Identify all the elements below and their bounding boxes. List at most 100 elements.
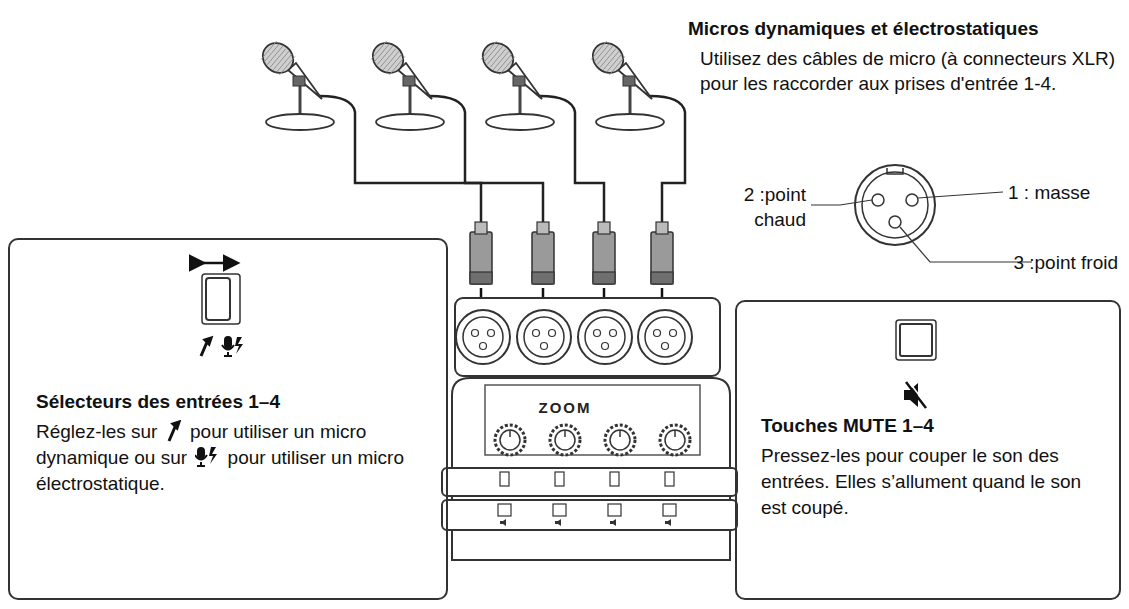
illustration-part: [594, 330, 601, 337]
illustration-part: [665, 472, 674, 486]
note-text: Utilisez des câbles de micro (à connecte…: [700, 46, 1120, 96]
condenser-mic-icon: [195, 446, 219, 468]
illustration-part: [608, 504, 621, 516]
illustration-part: [293, 76, 305, 86]
callout-box: Touches MUTE 1–4Pressez-les pour couper …: [735, 300, 1121, 600]
illustration-part: [532, 232, 554, 284]
illustration-part: [906, 382, 926, 408]
illustration-part: [376, 114, 444, 130]
illustration-part: [909, 382, 929, 408]
illustration-part: [470, 232, 492, 284]
illustration-part: [550, 425, 580, 455]
illustration-part: [508, 63, 542, 99]
illustration-part: [610, 519, 616, 526]
illustration-part: [509, 430, 511, 437]
illustration-part: [279, 57, 294, 75]
illustration-part: [500, 430, 520, 450]
illustration-part: [900, 324, 932, 356]
illustration-part: [811, 200, 872, 205]
illustration-part: [456, 310, 692, 364]
illustration-part: [499, 57, 514, 75]
callout-body: Réglez-les sur pour utiliser un micro dy…: [36, 419, 424, 498]
illustration-part: [475, 222, 487, 234]
illustration-part: [320, 96, 481, 232]
pin-label: 3 :point froid: [1000, 250, 1118, 275]
dynamic-mic-icon: [166, 420, 182, 442]
illustration-part: [553, 504, 566, 516]
illustration-part: [470, 272, 492, 284]
section-heading: Micros dynamiques et électrostatiques: [688, 16, 1124, 41]
illustration-part: [485, 385, 700, 455]
illustration-part: [533, 330, 540, 337]
illustration-part: [299, 84, 302, 118]
illustration-part: [610, 330, 617, 337]
callout-box: Sélecteurs des entrées 1–4Réglez-les sur…: [8, 238, 448, 600]
illustration-part: [480, 343, 487, 350]
illustration-part: [224, 336, 232, 349]
pin-label: 1 : masse: [1008, 180, 1126, 205]
illustration-part: [452, 559, 730, 561]
illustration-part: [409, 84, 412, 118]
illustration-part: [596, 114, 664, 130]
illustration-part: [367, 37, 410, 79]
illustration-part: [555, 430, 575, 450]
illustration-part: [222, 336, 243, 356]
illustration-part: [585, 317, 625, 357]
illustration-part: [900, 227, 1032, 262]
illustration-part: [855, 165, 935, 245]
illustration-part: [257, 37, 300, 79]
illustration-part: [201, 338, 211, 356]
illustration-part: [500, 472, 509, 486]
illustration-part: [872, 194, 884, 206]
illustration-part: [663, 504, 676, 516]
illustration-part: [537, 222, 549, 234]
illustration-part: [398, 63, 432, 99]
illustration-part: [564, 430, 566, 437]
illustration-part: [918, 192, 1003, 198]
illustration-part: [513, 76, 525, 86]
illustration-part: [486, 114, 554, 130]
illustration-part: [203, 262, 237, 265]
illustration-part: [904, 382, 929, 408]
illustration-part: [593, 272, 615, 284]
illustration-part: [660, 425, 690, 455]
illustration-part: [442, 500, 737, 530]
illustration-part: [257, 37, 300, 79]
illustration-part: [662, 343, 669, 350]
illustration-part: [654, 330, 661, 337]
pin-label: 2 :point chaud: [700, 182, 806, 232]
illustration-part: [638, 310, 692, 364]
illustration-part: [555, 472, 564, 486]
illustration-part: [555, 519, 561, 526]
illustration-part: [651, 232, 673, 284]
callout-text: Réglez-les sur: [36, 421, 157, 442]
illustration-part: [651, 272, 673, 284]
illustration-part: [674, 430, 676, 437]
illustration-part: [605, 425, 635, 455]
illustration-part: [540, 96, 604, 232]
illustration-part: [455, 298, 720, 376]
illustration-part: [524, 317, 564, 357]
callout-text: Pressez-les pour couper le son des entré…: [761, 445, 1081, 518]
illustration-part: [887, 168, 903, 174]
illustration-part: [403, 76, 415, 86]
illustration-part: [656, 222, 668, 234]
illustration-part: [609, 57, 624, 75]
illustration-part: [498, 472, 676, 526]
brand-logo: ZOOM: [520, 398, 610, 418]
callout-heading: Sélecteurs des entrées 1–4: [36, 390, 424, 415]
illustration-part: [593, 232, 615, 284]
illustration-part: [495, 425, 690, 455]
illustration-part: [645, 317, 685, 357]
illustration-part: [477, 37, 520, 79]
illustration-part: [477, 37, 520, 79]
illustration-part: [206, 278, 230, 320]
illustration-part: [235, 337, 243, 354]
illustration-part: [472, 330, 479, 337]
illustration-part: [517, 310, 571, 364]
illustration-part: [257, 37, 685, 318]
illustration-part: [495, 425, 525, 455]
illustration-part: [629, 84, 632, 118]
illustration-part: [500, 519, 506, 526]
illustration-part: [665, 430, 685, 450]
